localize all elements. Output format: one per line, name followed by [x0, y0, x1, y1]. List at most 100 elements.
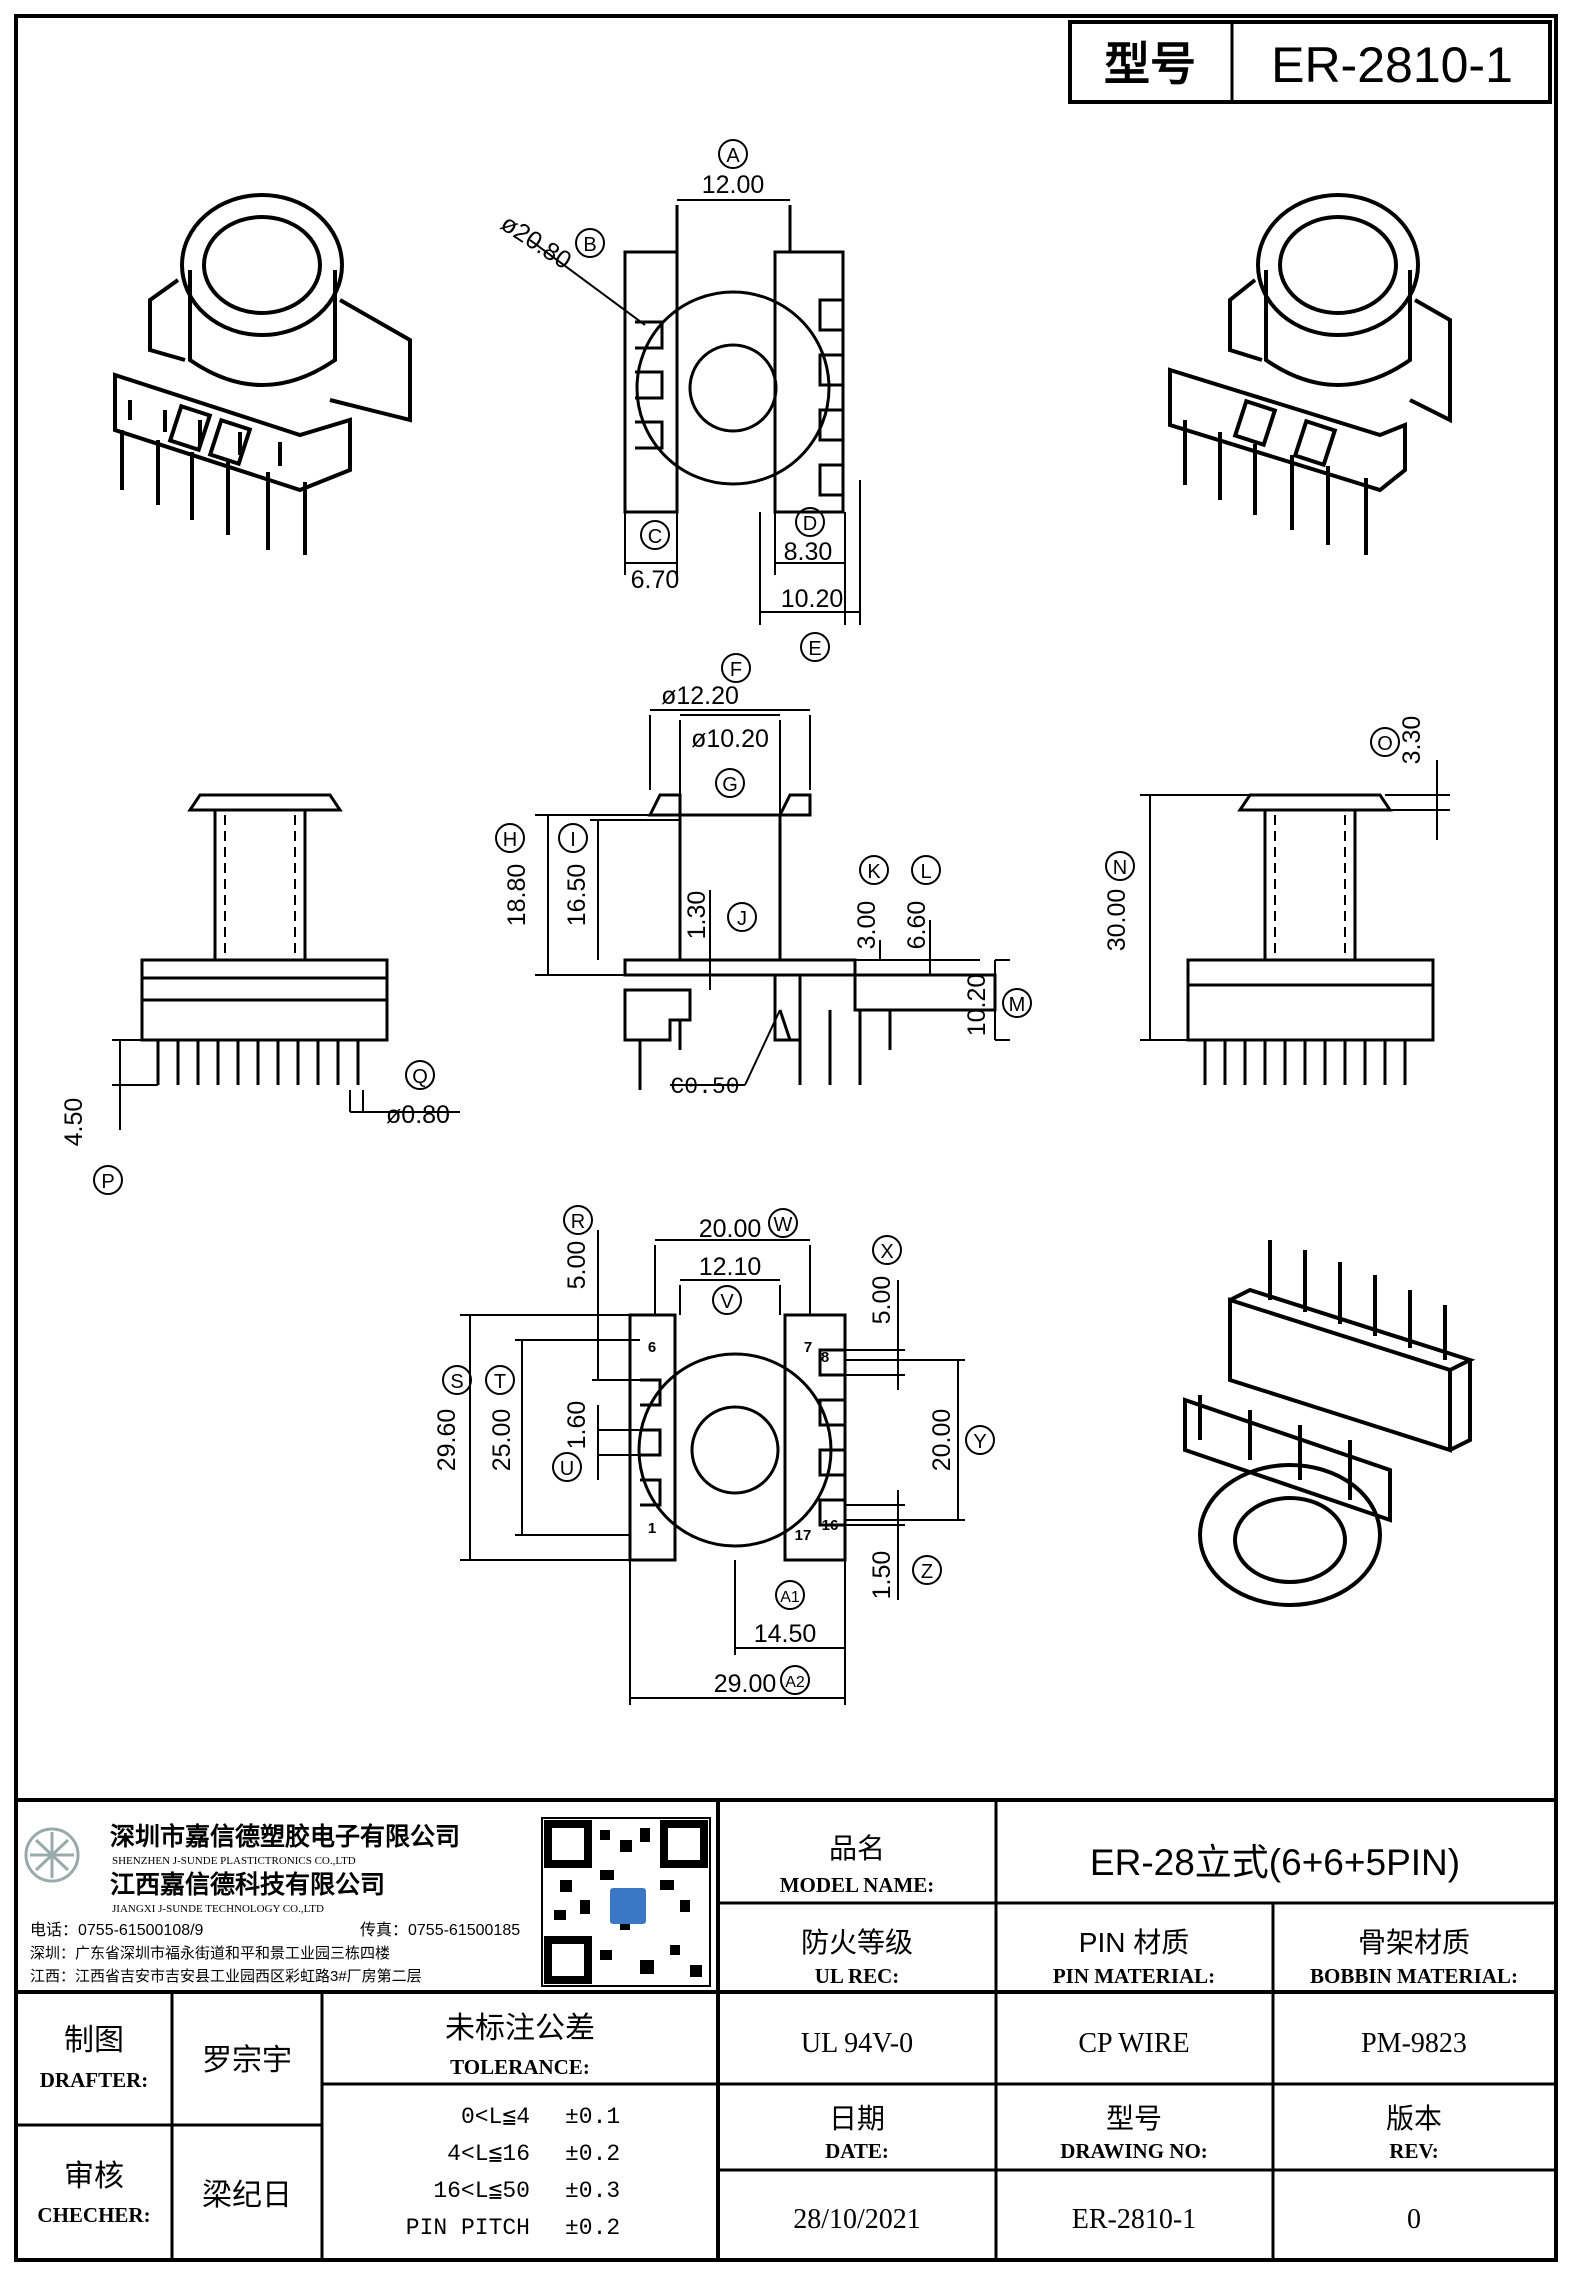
tolerance-value: ±0.2: [565, 2215, 620, 2241]
callout-B: B: [583, 234, 596, 256]
ul-rec-cn: 防火等级: [801, 1927, 913, 1958]
iso-view-top-right: [1168, 193, 1452, 555]
company-address-jx: 江西：江西省吉安市吉安县工业园西区彩虹路3#厂房第二层: [30, 1967, 422, 1985]
callout-P: P: [101, 1171, 114, 1193]
dim-K: 3.00: [853, 901, 881, 950]
callout-C: C: [648, 526, 662, 548]
bottom-view: 6 1 7 8 17 16: [433, 1205, 995, 1705]
callout-A2: A2: [785, 1674, 805, 1691]
dim-C: 6.70: [631, 566, 680, 594]
side-view-right: 30.00 3.30 N O: [1103, 716, 1450, 1085]
ul-rec-value: UL 94V-0: [801, 2028, 913, 2059]
callout-U: U: [560, 1458, 574, 1480]
company-name-en-2: JIANGXI J-SUNDE TECHNOLOGY CO.,LTD: [112, 1903, 324, 1915]
dim-R: 5.00: [563, 1241, 591, 1290]
tolerance-range: 0<L≦4: [461, 2104, 530, 2130]
pin-8-label: 8: [821, 1349, 829, 1366]
iso-view-bottom-right: [1183, 1240, 1476, 1607]
callout-Z: Z: [921, 1561, 933, 1583]
dim-G: ø10.20: [691, 725, 769, 753]
dim-L: 6.60: [903, 901, 931, 950]
pin-7-label: 7: [804, 1339, 812, 1356]
pin-6-label: 6: [648, 1339, 656, 1356]
section-view: ø12.20 ø10.20 18.80 16.50 1.30 3.00 6.60…: [495, 653, 1032, 1100]
dim-F: ø12.20: [661, 682, 739, 710]
ul-rec-en: UL REC:: [815, 1964, 900, 1988]
pin-16-label: 16: [822, 1517, 839, 1534]
dim-E: 10.20: [781, 585, 844, 613]
dim-I: 16.50: [563, 864, 591, 927]
callout-G: G: [722, 774, 738, 796]
title-block: 深圳市嘉信德塑胶电子有限公司 SHENZHEN J-SUNDE PLASTICT…: [16, 1798, 1556, 2260]
tolerance-cn: 未标注公差: [445, 2012, 595, 2045]
callout-F: F: [730, 659, 742, 681]
tolerance-value: ±0.2: [565, 2141, 620, 2167]
rev-value: 0: [1407, 2204, 1421, 2235]
callout-H: H: [503, 829, 517, 851]
tolerance-range: PIN PITCH: [406, 2215, 530, 2241]
rev-cn: 版本: [1386, 2103, 1442, 2134]
bobbin-material-cn: 骨架材质: [1358, 1927, 1470, 1958]
checker-cn: 审核: [64, 2160, 124, 2193]
drawing-no-cn: 型号: [1106, 2103, 1162, 2134]
drafter-cn: 制图: [64, 2024, 124, 2057]
callout-K: K: [867, 861, 881, 883]
company-name-en-1: SHENZHEN J-SUNDE PLASTICTRONICS CO.,LTD: [112, 1855, 356, 1867]
bobbin-material-en: BOBBIN MATERIAL:: [1310, 1964, 1518, 1988]
date-en: DATE:: [825, 2139, 889, 2163]
dim-A: 12.00: [702, 171, 765, 199]
callout-A1: A1: [780, 1589, 800, 1606]
company-logo: [24, 1827, 80, 1883]
dim-N: 30.00: [1103, 889, 1131, 952]
dim-O: 3.30: [1398, 716, 1426, 765]
model-header-label: 型号: [1104, 38, 1196, 90]
sheet-border: [14, 14, 1558, 2262]
dim-X: 5.00: [868, 1276, 896, 1325]
top-view: 12.00 ø20.80 6.70 8.30 10.20 A B C D E: [496, 139, 861, 662]
company-fax: 传真：0755-61500185: [360, 1921, 520, 1939]
drafter-en: DRAFTER:: [40, 2068, 149, 2092]
model-name-value: ER-28立式(6+6+5PIN): [1090, 1842, 1460, 1883]
dim-H: 18.80: [503, 864, 531, 927]
dim-M: 10.20: [963, 974, 991, 1037]
model-name-cn: 品名: [829, 1833, 885, 1864]
model-header-box: 型号 ER-2810-1: [1068, 20, 1552, 104]
checker-value: 梁纪日: [202, 2179, 292, 2212]
checker-en: CHECHER:: [37, 2203, 150, 2227]
company-name-cn-2: 江西嘉信德科技有限公司: [110, 1870, 385, 1899]
callout-O: O: [1377, 733, 1393, 755]
callout-Q: Q: [412, 1066, 428, 1088]
callout-N: N: [1113, 857, 1127, 879]
dim-S: 29.60: [433, 1409, 461, 1472]
date-cn: 日期: [829, 2103, 885, 2134]
rev-en: REV:: [1389, 2139, 1438, 2163]
pin-17-label: 17: [795, 1527, 812, 1544]
date-value: 28/10/2021: [793, 2204, 921, 2235]
callout-Y: Y: [973, 1431, 986, 1453]
pin-material-value: CP WIRE: [1078, 2028, 1189, 2059]
tolerance-en: TOLERANCE:: [450, 2055, 590, 2079]
callout-M: M: [1009, 994, 1026, 1016]
dim-P: 4.50: [60, 1098, 88, 1147]
callout-D: D: [803, 513, 817, 535]
dim-A1: 14.50: [754, 1620, 817, 1648]
dim-J: 1.30: [683, 891, 711, 940]
front-view-left: 4.50 ø0.80 P Q: [60, 793, 460, 1195]
dim-chamfer: C0.50: [670, 1074, 739, 1100]
qr-code: [541, 1817, 711, 1987]
company-tel: 电话：0755-61500108/9: [30, 1921, 204, 1939]
bobbin-material-value: PM-9823: [1361, 2028, 1467, 2059]
dim-T: 25.00: [488, 1409, 516, 1472]
callout-L: L: [920, 861, 931, 883]
dim-U: 1.60: [563, 1401, 591, 1450]
dim-W: 20.00: [699, 1215, 762, 1243]
callout-S: S: [450, 1371, 463, 1393]
dim-V: 12.10: [699, 1253, 762, 1281]
tolerance-table: 0<L≦4 ±0.1 4<L≦16 ±0.2 16<L≦50 ±0.3 PIN …: [406, 2104, 620, 2241]
drawing-no-value: ER-2810-1: [1072, 2204, 1196, 2235]
dim-Y: 20.00: [928, 1409, 956, 1472]
pin-1-label: 1: [648, 1520, 656, 1537]
tolerance-value: ±0.1: [565, 2104, 620, 2130]
tolerance-value: ±0.3: [565, 2178, 620, 2204]
